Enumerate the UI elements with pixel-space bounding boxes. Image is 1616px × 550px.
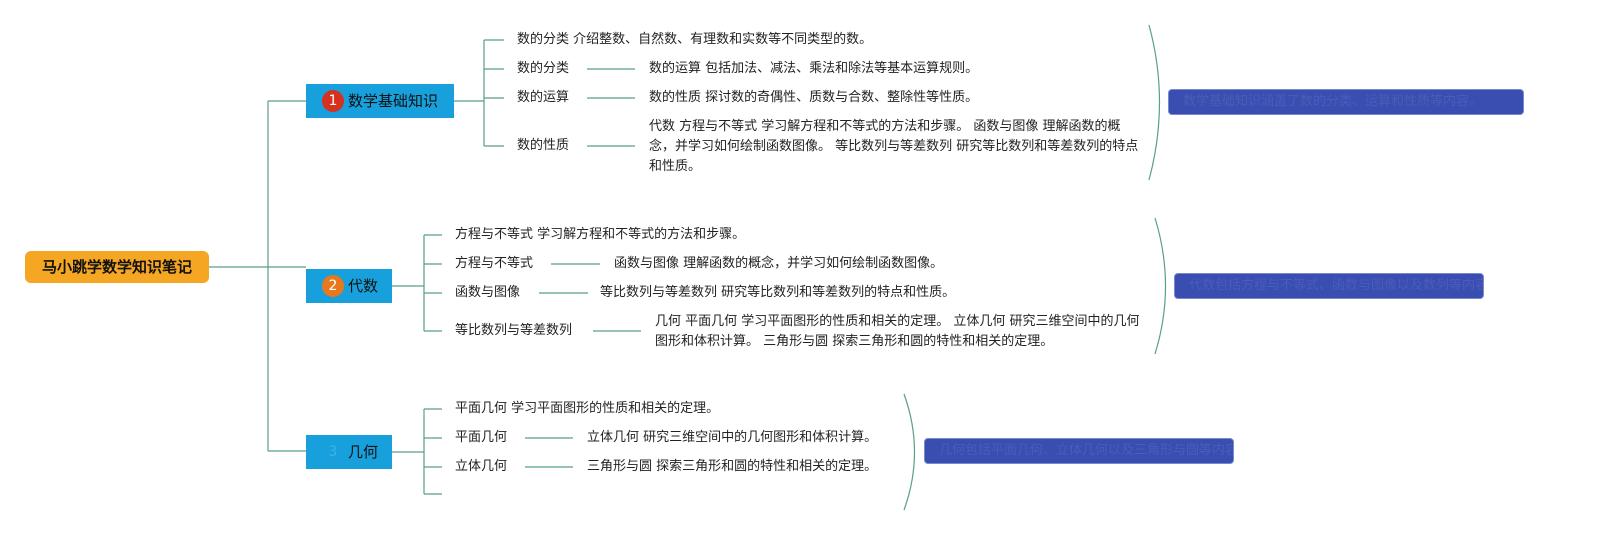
topic-detail[interactable]: 数的运算 包括加法、减法、乘法和除法等基本运算规则。	[649, 61, 979, 76]
summary-braces	[903, 24, 1167, 511]
summary-box[interactable]: 几何包括平面几何、立体几何以及三角形与圆等内容。	[924, 438, 1234, 464]
topic-item[interactable]: 立体几何	[455, 459, 508, 474]
branch-node-geometry[interactable]: 3 几何	[306, 435, 392, 469]
branch-label: 代数	[348, 277, 379, 295]
branch-node-algebra[interactable]: 2 代数	[306, 269, 392, 303]
topic-detail[interactable]: 等比数列与等差数列 研究等比数列和等差数列的特点和性质。	[600, 285, 956, 300]
number-badge: 1	[322, 90, 344, 112]
branch-label: 数学基础知识	[348, 92, 439, 110]
topic-detail[interactable]: 立体几何 研究三维空间中的几何图形和体积计算。	[587, 430, 878, 445]
topic-item[interactable]: 平面几何 学习平面图形的性质和相关的定理。	[455, 401, 720, 416]
topic-item[interactable]: 等比数列与等差数列	[455, 323, 573, 338]
topic-item[interactable]: 方程与不等式 学习解方程和不等式的方法和步骤。	[455, 227, 746, 242]
topic-item[interactable]: 数的性质	[517, 138, 570, 153]
topic-item[interactable]: 方程与不等式	[455, 256, 534, 271]
topic-item[interactable]: 数的分类 介绍整数、自然数、有理数和实数等不同类型的数。	[517, 32, 873, 47]
topic-detail[interactable]: 三角形与圆 探索三角形和圆的特性和相关的定理。	[587, 459, 878, 474]
summary-box[interactable]: 代数包括方程与不等式、函数与图像以及数列等内容。	[1174, 273, 1484, 299]
number-badge: 2	[322, 275, 344, 297]
topic-detail[interactable]: 代数 方程与不等式 学习解方程和不等式的方法和步骤。 函数与图像 理解函数的概念…	[649, 119, 1139, 174]
branch-node-math-basics[interactable]: 1 数学基础知识	[306, 84, 454, 118]
topic-item[interactable]: 函数与图像	[455, 285, 521, 300]
number-badge: 3	[322, 441, 344, 463]
topic-item[interactable]: 数的分类	[517, 61, 570, 76]
summary-box[interactable]: 数学基础知识涵盖了数的分类、运算和性质等内容。	[1168, 89, 1524, 115]
topic-detail[interactable]: 函数与图像 理解函数的概念，并学习如何绘制函数图像。	[614, 256, 944, 271]
topic-item[interactable]: 数的运算	[517, 90, 570, 105]
root-node[interactable]: 马小跳学数学知识笔记	[25, 251, 209, 283]
topic-detail[interactable]: 几何 平面几何 学习平面图形的性质和相关的定理。 立体几何 研究三维空间中的几何…	[655, 314, 1140, 349]
branch-label: 几何	[348, 443, 379, 461]
topic-item[interactable]: 平面几何	[455, 430, 508, 445]
topic-detail[interactable]: 数的性质 探讨数的奇偶性、质数与合数、整除性等性质。	[649, 90, 979, 105]
